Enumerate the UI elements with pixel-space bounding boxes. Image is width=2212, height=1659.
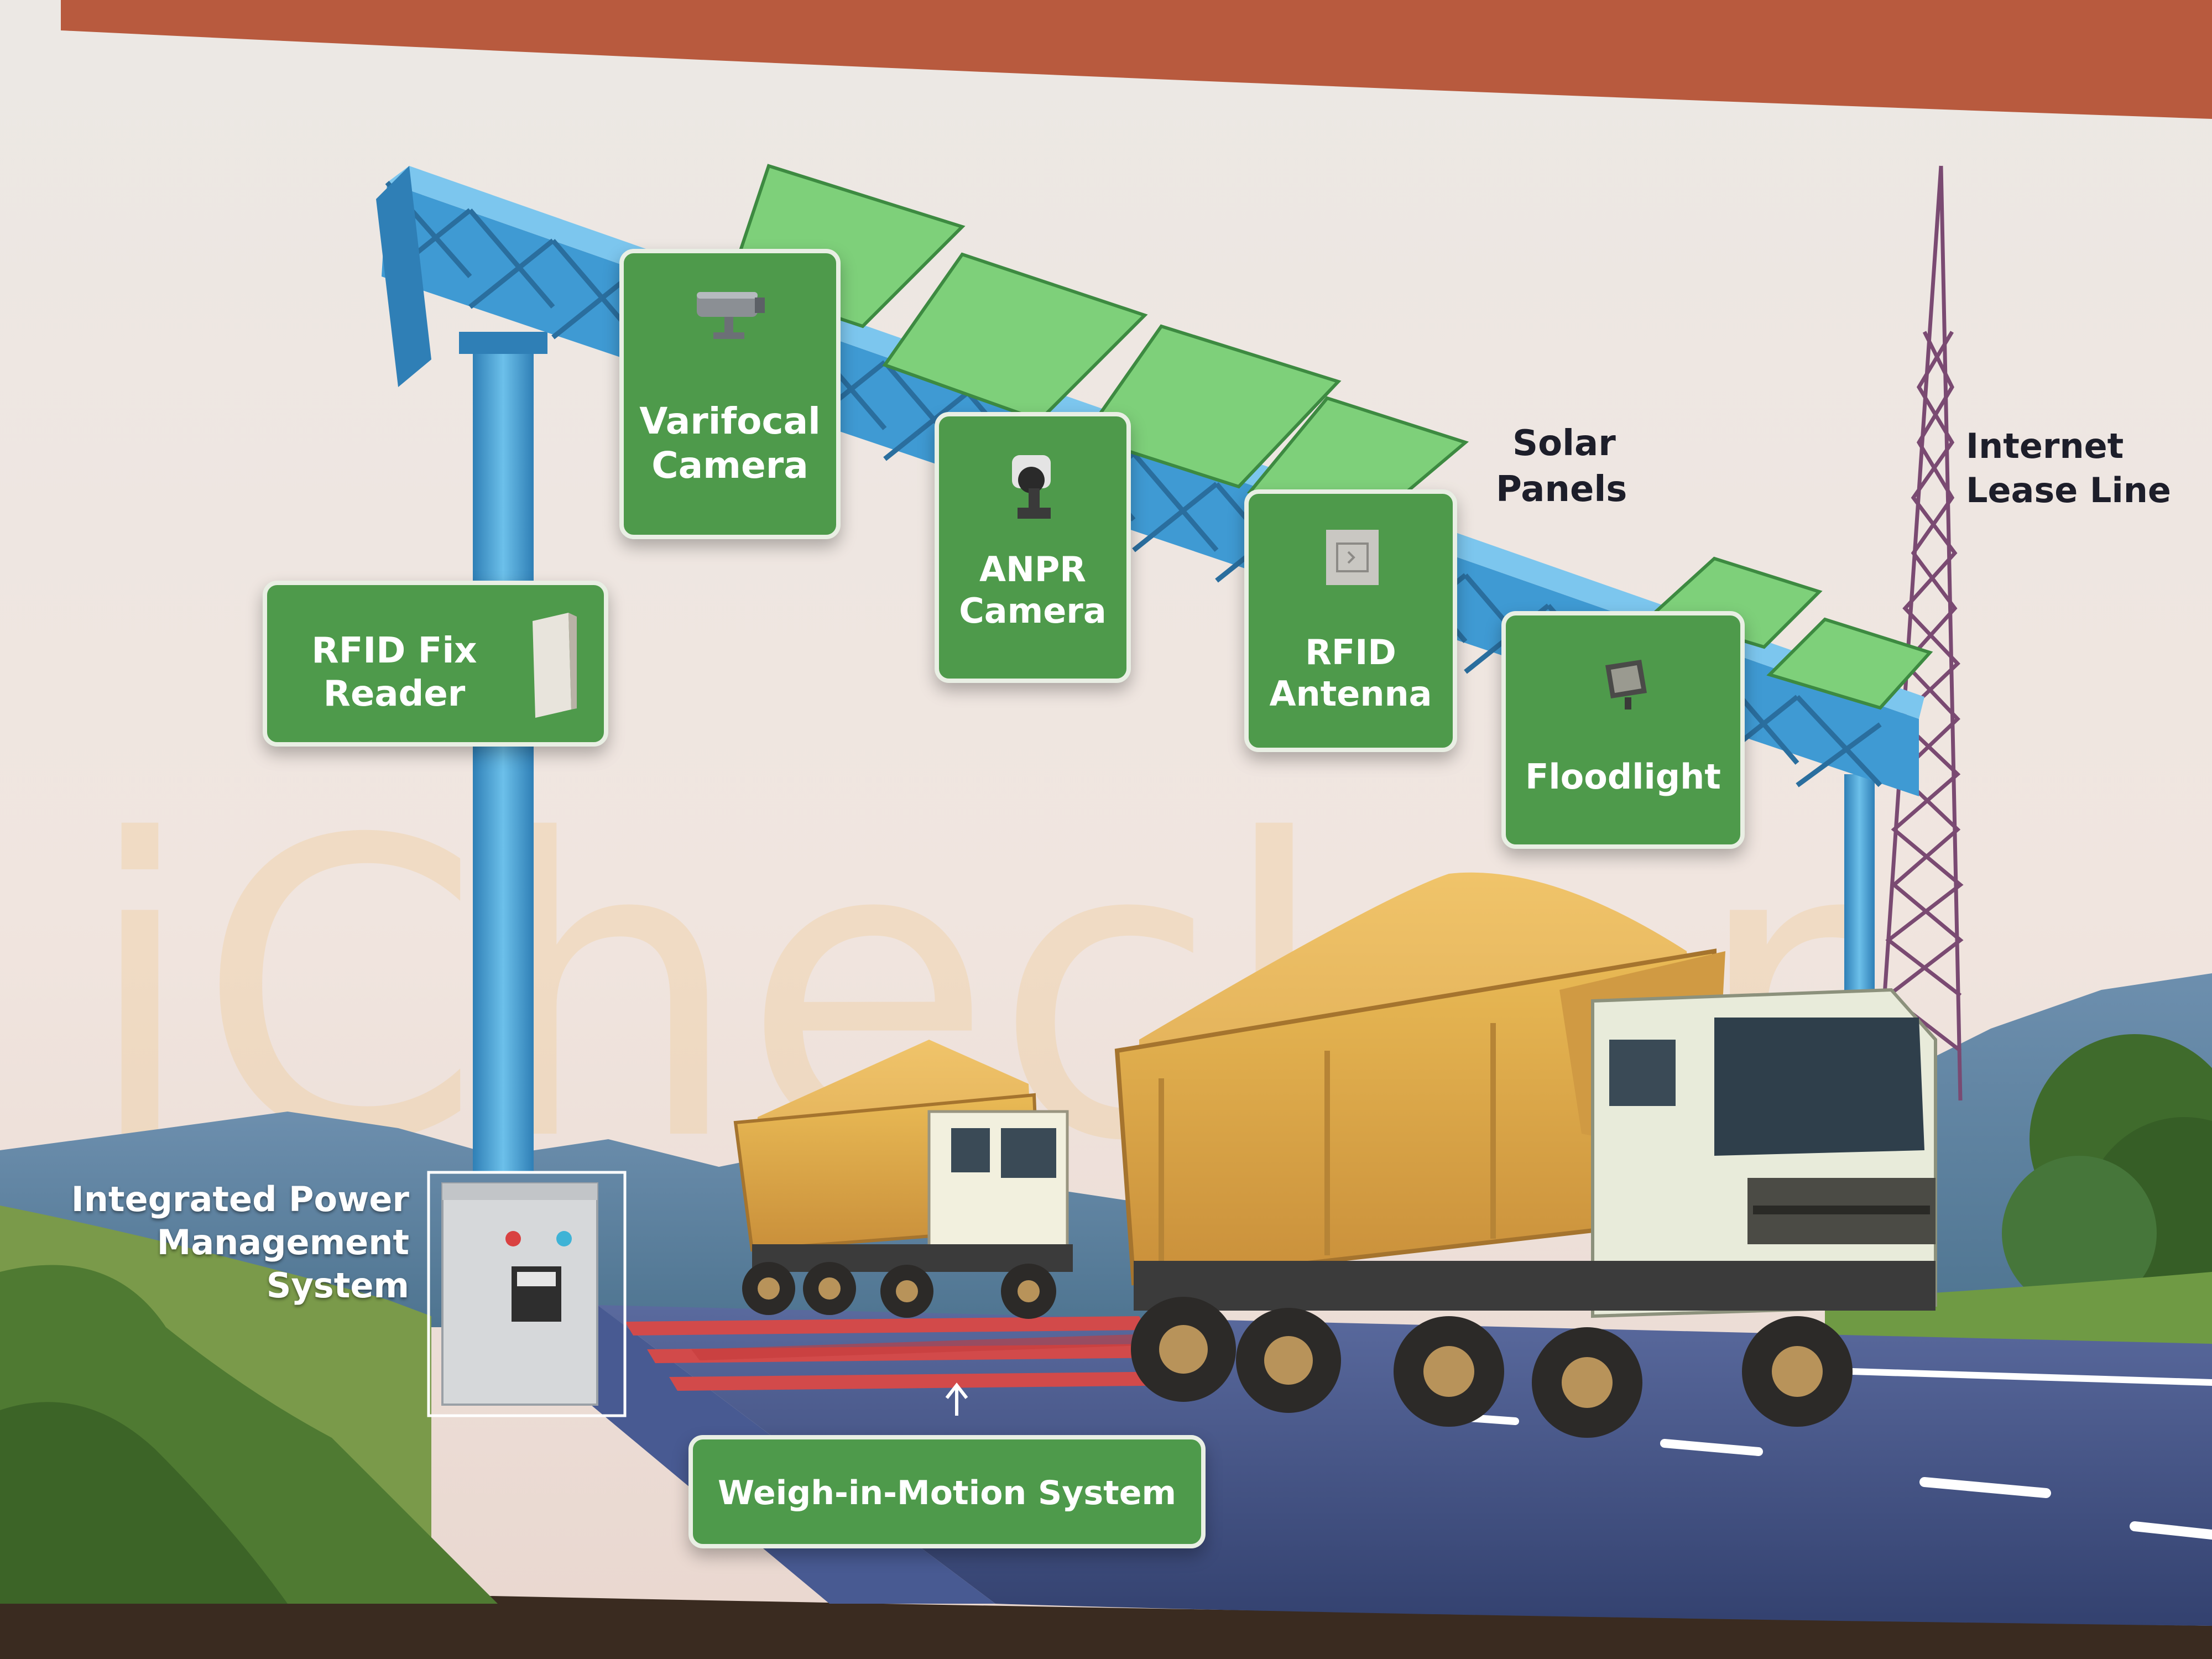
varifocal-camera-card: Varifocal Camera: [619, 249, 841, 539]
rfid-antenna-card: RFID Antenna: [1244, 489, 1457, 752]
weigh-in-motion-card: Weigh-in-Motion System: [688, 1435, 1206, 1548]
rfid-reader-label-line1: RFID Fix: [311, 630, 477, 671]
floodlight-card: Floodlight: [1501, 611, 1745, 849]
internet-label-line2: Lease Line: [1966, 470, 2171, 510]
rfid-antenna-icon: [1326, 530, 1379, 585]
rfid-antenna-label-line2: Antenna: [1269, 674, 1432, 714]
power-management-label: Integrated Power Management System: [44, 1178, 409, 1307]
power-cabinet: [427, 1171, 627, 1417]
weigh-in-motion-label: Weigh-in-Motion System: [718, 1474, 1176, 1512]
varifocal-camera-label-line1: Varifocal: [639, 400, 821, 442]
wim-sensor-strips: [625, 1316, 1192, 1391]
cctv-camera-icon: [697, 292, 765, 339]
power-label-line2: Management: [156, 1222, 409, 1262]
internet-tower: [1875, 165, 1964, 1101]
solar-panels-label-line2: Panels: [1496, 469, 1627, 510]
rfid-reader-icon: [533, 613, 577, 718]
large-dump-truck: [1114, 872, 1937, 1438]
varifocal-camera-label-line2: Camera: [651, 444, 808, 487]
anpr-camera-label-line2: Camera: [959, 591, 1107, 631]
power-label-line3: System: [266, 1265, 409, 1306]
rfid-reader-label-line2: Reader: [323, 674, 466, 714]
anpr-camera-label-line1: ANPR: [979, 549, 1087, 589]
solar-panels-label-line1: Solar: [1512, 423, 1616, 464]
floodlight-icon: [1605, 660, 1647, 709]
floodlight-label: Floodlight: [1525, 757, 1721, 797]
power-label-line1: Integrated Power: [71, 1179, 409, 1219]
rfid-fix-reader-card: RFID Fix Reader: [263, 581, 608, 747]
anpr-camera-icon: [1012, 455, 1051, 519]
anpr-camera-card: ANPR Camera: [935, 412, 1131, 683]
small-dump-truck: [733, 1040, 1073, 1319]
rfid-antenna-label-line1: RFID: [1305, 632, 1396, 672]
internet-label-line1: Internet: [1966, 426, 2124, 466]
